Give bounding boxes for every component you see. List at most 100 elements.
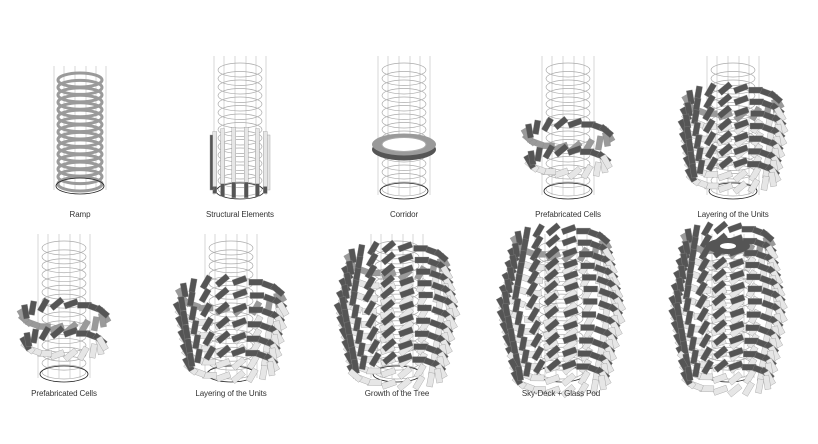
prefab-cell <box>542 144 556 160</box>
prefab-cell <box>698 333 712 349</box>
prefab-cell <box>356 342 366 358</box>
prefab-cell <box>773 106 787 122</box>
prefab-cell <box>412 374 426 391</box>
prefab-cell <box>543 268 560 283</box>
prefab-cell <box>398 313 415 325</box>
prefab-cell <box>367 240 380 257</box>
prefab-cell <box>186 352 196 368</box>
prefab-cell <box>188 278 198 294</box>
prefab-cell <box>382 351 398 365</box>
ramp-ring <box>217 79 263 95</box>
prefab-cell <box>348 248 357 264</box>
prefab-cell <box>747 178 761 194</box>
prefab-cell <box>364 312 378 329</box>
ramp-ring <box>545 181 591 197</box>
prefab-cell <box>541 116 554 133</box>
prefab-cell <box>230 346 247 357</box>
ramp-ring <box>41 249 87 265</box>
ramp-ring <box>208 240 254 256</box>
prefab-cell <box>684 310 694 326</box>
prefab-cell <box>684 228 694 244</box>
ramp-ring <box>56 168 104 186</box>
prefab-cell <box>702 105 715 122</box>
prefab-cell <box>728 257 745 269</box>
structural-fin <box>231 127 236 183</box>
prefab-cell <box>532 358 546 375</box>
prefab-cell <box>347 368 363 383</box>
prefab-cell <box>397 339 414 351</box>
prefab-cell <box>247 321 262 328</box>
prefab-cell <box>581 311 597 318</box>
prefab-cell <box>380 311 396 326</box>
prefab-cell <box>733 106 750 118</box>
prefab-cell <box>62 326 79 338</box>
prefab-cell <box>749 122 765 130</box>
prefab-cell <box>543 279 559 294</box>
prefab-cell <box>728 347 744 358</box>
prefab-cell <box>712 318 728 333</box>
prefab-cell <box>515 365 524 381</box>
panel-label-structural-elements: Structural Elements <box>206 210 274 219</box>
prefab-cell <box>96 335 109 352</box>
prefab-cell <box>214 273 230 288</box>
panel-label-layering-units-2: Layering of the Units <box>195 389 267 398</box>
ramp-ring <box>710 71 756 86</box>
prefab-cell <box>688 336 698 352</box>
prefab-cell <box>717 81 733 96</box>
prefab-cell <box>414 330 430 337</box>
prefab-cell <box>544 245 560 260</box>
prefab-cell <box>76 345 90 362</box>
prefab-cell <box>417 280 432 287</box>
prefab-cell <box>744 337 759 345</box>
prefab-cell <box>358 354 368 371</box>
prefab-cell <box>529 374 545 382</box>
prefab-cell <box>381 378 397 390</box>
ramp-ring <box>217 173 263 188</box>
prefab-cell <box>745 324 760 331</box>
prefab-cell <box>712 256 728 271</box>
prefab-cell <box>553 143 569 158</box>
prefab-cell <box>561 346 578 358</box>
prefab-cell <box>561 235 578 247</box>
prefab-cell <box>684 101 694 117</box>
prefab-cell <box>532 119 541 135</box>
prefab-cell <box>682 297 692 313</box>
prefab-cell <box>544 256 560 271</box>
prefab-cell <box>717 93 733 108</box>
ramp-ring <box>217 71 263 86</box>
prefab-cell <box>199 302 213 318</box>
prefab-cell <box>545 233 561 248</box>
ramp-ring <box>41 311 87 327</box>
tower-stage-9 <box>495 222 627 399</box>
prefab-cell <box>583 285 598 293</box>
prefab-cell <box>398 326 414 338</box>
prefab-cell <box>511 242 521 258</box>
ramp-ring <box>545 96 591 112</box>
prefab-cell <box>733 118 750 130</box>
base-ring <box>708 182 758 200</box>
ramp-ring <box>208 267 254 282</box>
ramp-ring <box>41 364 87 380</box>
prefab-cell <box>526 269 540 286</box>
prefab-cell <box>37 297 50 314</box>
prefab-cell <box>546 357 562 372</box>
panel-label-corridor: Corridor <box>389 210 419 219</box>
prefab-cell <box>595 231 611 246</box>
prefab-cell <box>363 300 377 316</box>
prefab-cell <box>351 303 360 320</box>
ramp-ring <box>217 130 263 146</box>
ramp-ring <box>41 284 87 300</box>
prefab-cell <box>711 305 727 320</box>
prefab-cell <box>30 328 39 344</box>
ramp-ring <box>381 164 427 180</box>
prefab-cell <box>684 366 694 382</box>
prefab-cell <box>38 325 52 342</box>
prefab-cell <box>21 304 30 320</box>
ramp-ring <box>538 311 584 327</box>
prefab-cell <box>368 351 382 368</box>
prefab-cell <box>562 338 578 353</box>
prefab-cell <box>509 254 519 270</box>
ramp-ring <box>41 267 87 282</box>
structural-fin <box>244 127 249 183</box>
prefab-cell <box>697 319 711 336</box>
